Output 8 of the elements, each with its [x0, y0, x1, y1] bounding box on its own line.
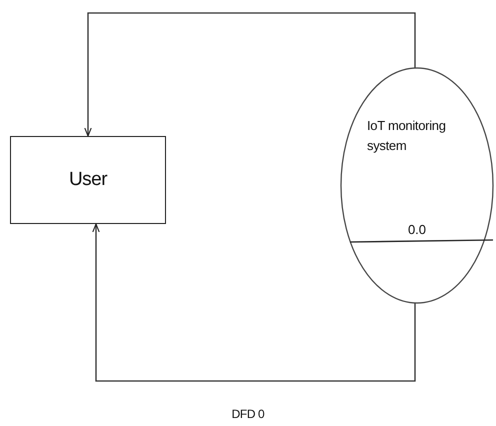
- process-number: 0.0: [406, 222, 428, 237]
- entity-label: User: [68, 169, 108, 191]
- diagram-caption: DFD 0: [232, 407, 264, 421]
- process-ellipse: [341, 68, 493, 303]
- flow-arrow: [92, 223, 416, 382]
- entity-box: [10, 136, 166, 224]
- flow-arrow: [84, 12, 416, 137]
- process-name: IoT monitoring system: [367, 117, 447, 155]
